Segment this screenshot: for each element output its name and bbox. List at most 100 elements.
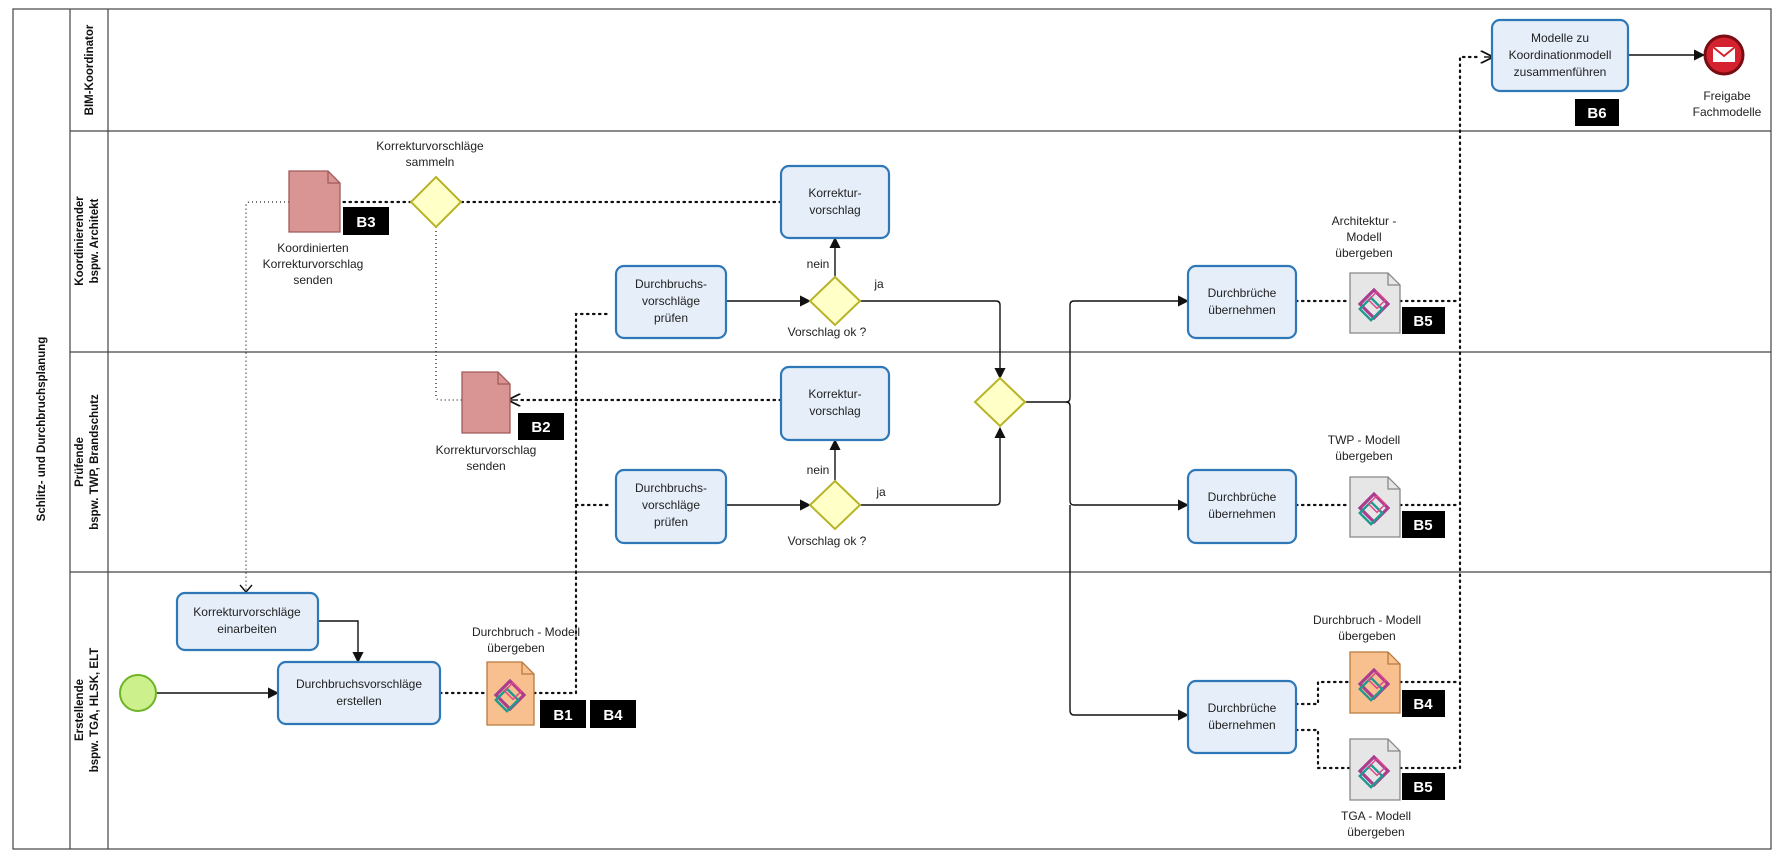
task-text: vorschlag xyxy=(809,203,860,217)
badge-b5-twp: B5 xyxy=(1402,511,1445,538)
badge-text: B6 xyxy=(1587,105,1606,122)
task-text: vorschläge xyxy=(642,498,700,512)
lane-koord-label: Koordinierender xyxy=(74,196,86,286)
task-text: Durchbrüche xyxy=(1208,286,1277,300)
durchbruch-modell-label-right: Durchbruch - Modell xyxy=(1313,613,1421,627)
gateway-vorschlag-ok-koord xyxy=(808,275,862,327)
task-text: Durchbruchs- xyxy=(635,481,707,495)
badge-b4-left: B4 xyxy=(590,700,636,728)
tga-label-2: übergeben xyxy=(1347,825,1404,839)
document-architektur-modell xyxy=(1349,272,1401,334)
task-text: Korrektur- xyxy=(808,387,861,401)
task-text: vorschlag xyxy=(809,404,860,418)
task-text: Korrekturvorschläge xyxy=(193,605,301,619)
task-text: Durchbrüche xyxy=(1208,490,1277,504)
twp-label: TWP - Modell xyxy=(1328,433,1400,447)
task-text: Durchbruchsvorschläge xyxy=(296,677,422,691)
task-text: Durchbrüche xyxy=(1208,701,1277,715)
task-korrekturvorschlaege-einarbeiten[interactable]: Korrekturvorschläge einarbeiten xyxy=(175,591,320,652)
lane-erst-label: Erstellende xyxy=(74,679,86,741)
badge-b2: B2 xyxy=(518,413,564,440)
end-event xyxy=(1703,34,1745,76)
task-text: Koordinationmodell xyxy=(1509,48,1612,62)
durchbruch-modell-label-left: Durchbruch - Modell xyxy=(472,625,580,639)
badge-text: B5 xyxy=(1413,779,1432,796)
nein-koord-label: nein xyxy=(807,257,830,271)
document-korrekturvorschlag xyxy=(461,371,511,434)
task-text: Modelle zu xyxy=(1531,31,1589,45)
task-durchbruchsvorschlaege-pruefen-pruef[interactable]: Durchbruchs- vorschläge prüfen xyxy=(614,468,728,545)
task-text: prüfen xyxy=(654,515,688,529)
badge-b5-tga: B5 xyxy=(1402,773,1445,800)
task-durchbrueche-uebernehmen-pruef[interactable]: Durchbrüche übernehmen xyxy=(1186,468,1298,545)
badge-text: B2 xyxy=(531,419,550,436)
task-text: Durchbruchs- xyxy=(635,277,707,291)
sammeln-label: Korrekturvorschläge xyxy=(376,139,484,153)
ja-pruef-label: ja xyxy=(875,485,886,499)
task-text: zusammenführen xyxy=(1514,65,1607,79)
lane-koord-sublabel: bspw. Architekt xyxy=(89,198,101,283)
architektur-label-2: Modell xyxy=(1346,230,1381,244)
badge-text: B1 xyxy=(553,707,572,724)
task-text: prüfen xyxy=(654,311,688,325)
pool: Schlitz- und Durchbruchsplanung xyxy=(12,8,1772,850)
document-koordinierter-korrekturvorschlag xyxy=(288,170,341,233)
badge-text: B4 xyxy=(1413,696,1433,713)
task-korrekturvorschlag-koord[interactable]: Korrektur- vorschlag xyxy=(779,164,891,240)
vorschlag-ok-koord-label: Vorschlag ok ? xyxy=(788,325,867,339)
koordinierten-label-3: senden xyxy=(293,273,332,287)
badge-b3: B3 xyxy=(343,207,389,235)
korrekturvorschlag-senden-label: Korrekturvorschlag xyxy=(436,443,537,457)
document-tga-modell xyxy=(1349,738,1401,801)
task-durchbrueche-uebernehmen-erst[interactable]: Durchbrüche übernehmen xyxy=(1186,679,1298,755)
task-text: vorschläge xyxy=(642,294,700,308)
task-text: übernehmen xyxy=(1208,718,1275,732)
gateway-merge xyxy=(973,376,1027,428)
architektur-label: Architektur - xyxy=(1332,214,1397,228)
document-durchbruch-modell-right xyxy=(1349,651,1401,714)
task-text: erstellen xyxy=(336,694,381,708)
nein-pruef-label: nein xyxy=(807,463,830,477)
freigabe-label-2: Fachmodelle xyxy=(1693,105,1762,119)
architektur-label-3: übergeben xyxy=(1335,246,1392,260)
task-durchbrueche-uebernehmen-koord[interactable]: Durchbrüche übernehmen xyxy=(1186,264,1298,340)
badge-text: B3 xyxy=(356,214,375,231)
badge-b6: B6 xyxy=(1575,99,1619,126)
task-text: einarbeiten xyxy=(217,622,276,636)
document-durchbruch-modell-left xyxy=(486,661,535,726)
tga-label: TGA - Modell xyxy=(1341,809,1411,823)
korrekturvorschlag-senden-label-2: senden xyxy=(466,459,505,473)
task-durchbruchsvorschlaege-erstellen[interactable]: Durchbruchsvorschläge erstellen xyxy=(276,660,442,726)
twp-label-2: übergeben xyxy=(1335,449,1392,463)
task-durchbruchsvorschlaege-pruefen-koord[interactable]: Durchbruchs- vorschläge prüfen xyxy=(614,264,728,340)
lane-pruef-label: Prüfende xyxy=(74,437,86,487)
sammeln-label-2: sammeln xyxy=(406,155,455,169)
lane-erst-sublabel: bspw. TGA, HLSK, ELT xyxy=(89,648,101,773)
pool-title: Schlitz- und Durchbruchsplanung xyxy=(36,337,48,522)
gateway-sammeln xyxy=(409,175,463,229)
task-text: übernehmen xyxy=(1208,507,1275,521)
lane-bim-label: BIM-Koordinator xyxy=(84,24,96,115)
task-text: Korrektur- xyxy=(808,186,861,200)
gateway-vorschlag-ok-pruef xyxy=(808,479,862,531)
badge-text: B5 xyxy=(1413,517,1432,534)
task-korrekturvorschlag-pruef[interactable]: Korrektur- vorschlag xyxy=(779,365,891,442)
badge-b4-right: B4 xyxy=(1402,690,1445,717)
task-modelle-zusammenfuehren[interactable]: Modelle zu Koordinationmodell zusammenfü… xyxy=(1490,18,1630,93)
connectors xyxy=(157,49,1706,770)
start-event xyxy=(119,674,157,712)
vorschlag-ok-pruef-label: Vorschlag ok ? xyxy=(788,534,867,548)
durchbruch-modell-label-right-2: übergeben xyxy=(1338,629,1395,643)
koordinierten-label-2: Korrekturvorschlag xyxy=(263,257,364,271)
task-text: übernehmen xyxy=(1208,303,1275,317)
ja-koord-label: ja xyxy=(873,277,884,291)
lane-pruef-sublabel: bspw. TWP, Brandschutz xyxy=(89,394,101,530)
koordinierten-label: Koordinierten xyxy=(277,241,348,255)
badge-b5-architektur: B5 xyxy=(1402,307,1445,334)
freigabe-label: Freigabe xyxy=(1703,89,1751,103)
durchbruch-modell-label-left-2: übergeben xyxy=(487,641,544,655)
lane-labels: BIM-Koordinator Koordinierender bspw. Ar… xyxy=(74,24,101,772)
badge-text: B5 xyxy=(1413,313,1432,330)
badge-b1: B1 xyxy=(540,700,586,728)
